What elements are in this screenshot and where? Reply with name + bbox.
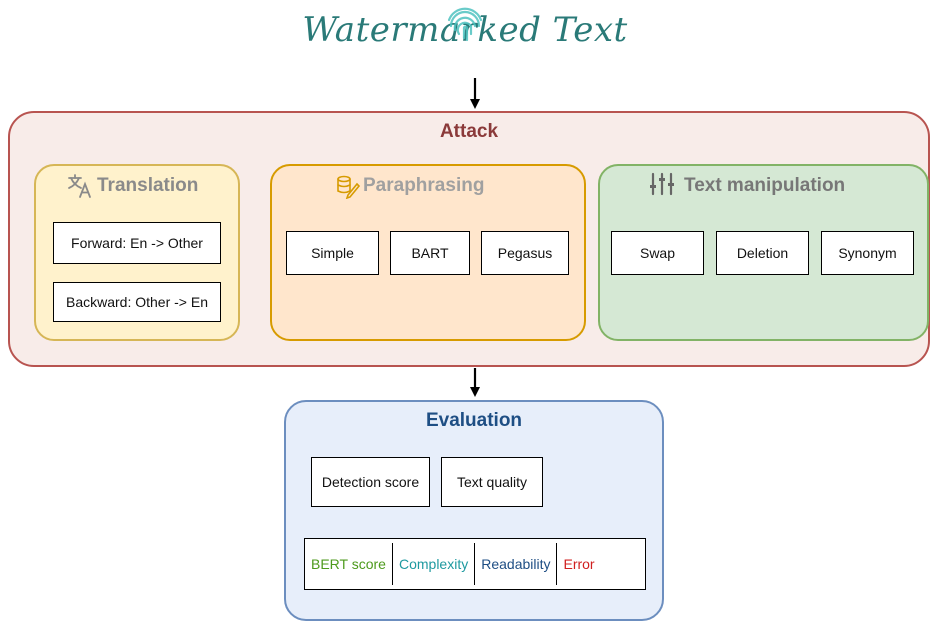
quality-metrics-box: BERT score Complexity Readability Error xyxy=(304,538,646,590)
metric-error: Error xyxy=(556,543,600,585)
swap-method-box: Swap xyxy=(611,231,704,275)
pegasus-method-box: Pegasus xyxy=(481,231,569,275)
text-quality-box: Text quality xyxy=(441,457,543,507)
metric-complexity: Complexity xyxy=(391,543,474,585)
detection-score-box: Detection score xyxy=(311,457,430,507)
bart-method-box: BART xyxy=(390,231,470,275)
attack-title: Attack xyxy=(439,121,499,142)
paraphrase-icon xyxy=(337,175,361,199)
fingerprint-icon xyxy=(447,7,483,42)
synonym-method-box: Synonym xyxy=(821,231,914,275)
paraphrasing-title: Paraphrasing xyxy=(363,175,485,196)
deletion-method-box: Deletion xyxy=(716,231,809,275)
backward-translation-box: Backward: Other -> En xyxy=(53,282,221,322)
simple-method-box: Simple xyxy=(286,231,379,275)
translate-icon xyxy=(68,174,91,198)
evaluation-title: Evaluation xyxy=(425,410,523,431)
forward-translation-box: Forward: En -> Other xyxy=(53,222,221,264)
metric-readability: Readability xyxy=(474,543,556,585)
text-manipulation-title: Text manipulation xyxy=(684,175,846,196)
sliders-icon xyxy=(650,172,674,196)
translation-title: Translation xyxy=(97,175,199,196)
metric-bert-score: BERT score xyxy=(311,556,386,572)
